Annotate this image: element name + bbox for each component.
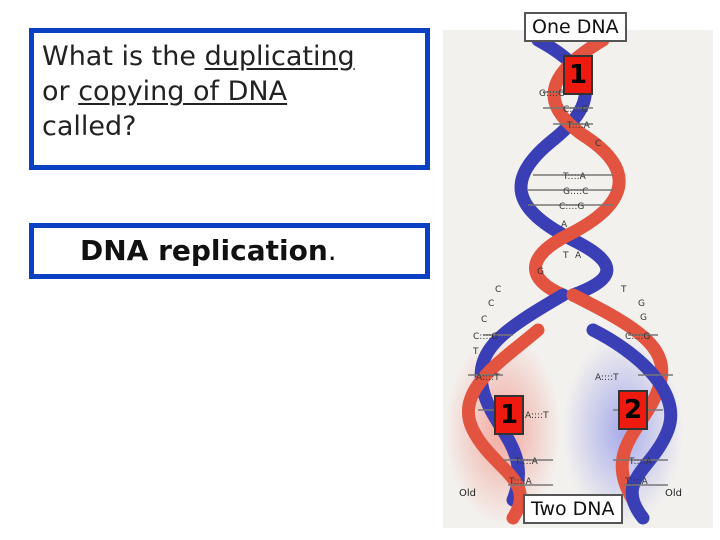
bp-13: G bbox=[638, 299, 645, 309]
two-dna-label: Two DNA bbox=[523, 494, 623, 524]
red-strand-top bbox=[529, 33, 626, 302]
bp-17: C::::G bbox=[473, 332, 498, 342]
bp-1: C::::G bbox=[563, 105, 588, 115]
dna-helix-illustration: G::::C C::::G T::::A C T::::A G::::C C::… bbox=[445, 33, 683, 525]
question-text: What is the duplicating or copying of DN… bbox=[42, 39, 422, 144]
one-dna-label: One DNA bbox=[524, 12, 627, 42]
bp-25: T::::A bbox=[628, 457, 653, 467]
question-underline-duplicating: duplicating bbox=[204, 41, 355, 72]
bp-26: T::::A bbox=[508, 477, 533, 487]
blue-strand-right-new bbox=[586, 323, 678, 525]
bp-27: T::::A bbox=[624, 477, 649, 487]
bp-9: A bbox=[575, 251, 582, 261]
bp-21: A::::T bbox=[595, 373, 619, 383]
bp-4: T::::A bbox=[562, 172, 587, 182]
bp-22: A::::T bbox=[525, 411, 549, 421]
marker-two-right: 2 bbox=[618, 390, 648, 430]
answer-box: DNA replication. bbox=[29, 223, 430, 279]
answer-period: . bbox=[327, 234, 337, 267]
bp-19: T bbox=[472, 347, 479, 357]
old-strand-label-left: Old bbox=[459, 488, 476, 499]
question-part2: or bbox=[42, 76, 79, 107]
bp-11: C bbox=[495, 285, 501, 295]
bp-20: A::::T bbox=[476, 373, 500, 383]
question-part3: called? bbox=[42, 111, 137, 142]
answer-main: DNA replication bbox=[80, 234, 328, 267]
bp-7: A bbox=[561, 220, 568, 230]
bp-2: T::::A bbox=[566, 121, 591, 131]
base-letters: G::::C C::::G T::::A C T::::A G::::C C::… bbox=[472, 89, 653, 487]
dna-replication-figure: G::::C C::::G T::::A C T::::A G::::C C::… bbox=[443, 30, 713, 528]
question-part1: What is the bbox=[42, 41, 205, 72]
old-strand-label-right: Old bbox=[665, 488, 682, 499]
bp-10: G bbox=[537, 267, 544, 277]
bp-16: G bbox=[640, 313, 647, 323]
bp-15: C bbox=[481, 315, 487, 325]
bp-8: T bbox=[562, 251, 569, 261]
bp-18: C::::G bbox=[625, 332, 650, 342]
bp-24: T::::A bbox=[514, 457, 539, 467]
bp-12: T bbox=[620, 285, 627, 295]
red-strand-left-new bbox=[461, 323, 545, 525]
bp-14: C bbox=[488, 299, 494, 309]
bp-6: C::::G bbox=[559, 202, 584, 212]
answer-text: DNA replication. bbox=[80, 234, 337, 267]
marker-one-left: 1 bbox=[494, 395, 524, 435]
question-underline-copying: copying of DNA bbox=[78, 76, 288, 107]
marker-one-top: 1 bbox=[563, 55, 593, 95]
question-box: What is the duplicating or copying of DN… bbox=[29, 28, 430, 170]
bp-0: G::::C bbox=[539, 89, 564, 99]
bp-3: C bbox=[595, 139, 601, 149]
bp-5: G::::C bbox=[563, 187, 588, 197]
